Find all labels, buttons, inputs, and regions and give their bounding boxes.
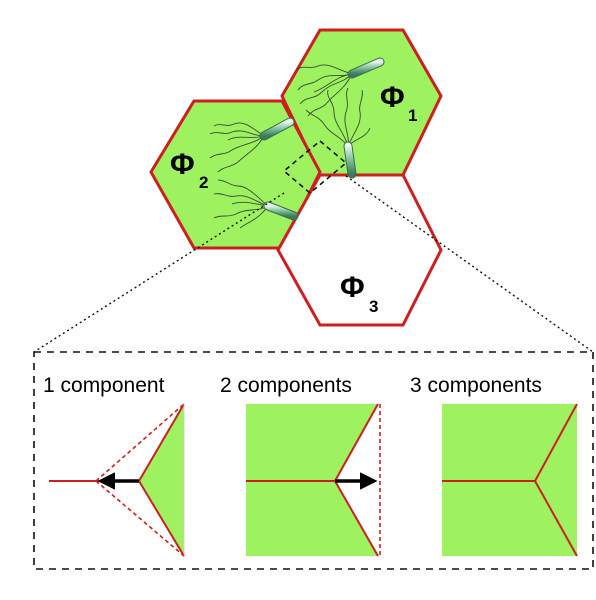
phase-3-symbol: Φ bbox=[340, 271, 365, 304]
panel-2-two-components bbox=[246, 403, 381, 557]
phase-1-symbol: Φ bbox=[380, 81, 405, 114]
bacterium-1 bbox=[295, 57, 385, 117]
phase-2-subscript: 2 bbox=[199, 173, 208, 192]
bacterium-3 bbox=[209, 117, 295, 173]
hexagon-phase-3 bbox=[276, 173, 443, 327]
panel-1-label: 1 component bbox=[43, 374, 165, 397]
zoom-leader-lines bbox=[33, 175, 594, 353]
bacterium-2 bbox=[305, 87, 371, 179]
phase-2-symbol: Φ bbox=[170, 148, 195, 181]
panel-1-one-component bbox=[49, 403, 185, 557]
panel-2-label: 2 components bbox=[220, 374, 352, 397]
bacterium-4 bbox=[213, 179, 299, 229]
zoom-region-box bbox=[282, 139, 348, 195]
inset-frame bbox=[33, 351, 594, 570]
panel-3-three-components bbox=[442, 403, 578, 557]
phase-3-subscript: 3 bbox=[369, 297, 378, 316]
phase-1-subscript: 1 bbox=[408, 106, 417, 125]
panel-3-label: 3 components bbox=[410, 374, 542, 397]
